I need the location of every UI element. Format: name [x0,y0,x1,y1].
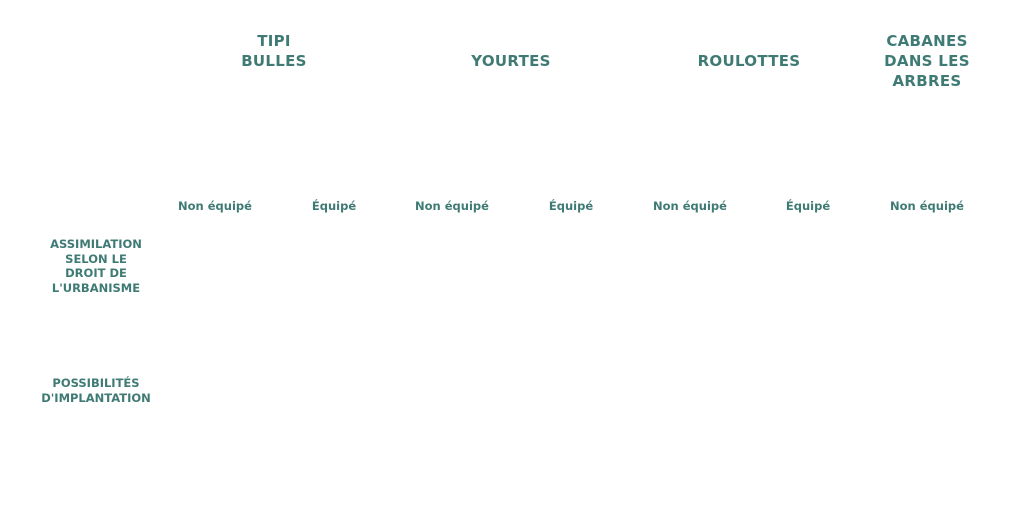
category-header-yourtes: YOURTES [471,52,551,70]
sub-header-tipi-equipe: Équipé [311,199,357,213]
row-label-possibilites: POSSIBILITÉS D'IMPLANTATION [41,376,151,405]
category-header-roulottes: ROULOTTES [697,52,801,70]
sub-header-yourtes-non-equipe: Non équipé [415,199,489,213]
row-label-assimilation: ASSIMILATION SELON LE DROIT DE L'URBANIS… [50,237,142,295]
sub-header-tipi-non-equipe: Non équipé [178,199,252,213]
sub-header-cabanes-non-equipe: Non équipé [890,199,964,213]
category-header-cabanes: CABANES DANS LES ARBRES [884,32,970,90]
category-header-tipi-bulles: TIPI BULLES [241,32,307,70]
sub-header-yourtes-equipe: Équipé [548,199,594,213]
sub-header-roulottes-non-equipe: Non équipé [653,199,727,213]
sub-header-roulottes-equipe: Équipé [785,199,831,213]
